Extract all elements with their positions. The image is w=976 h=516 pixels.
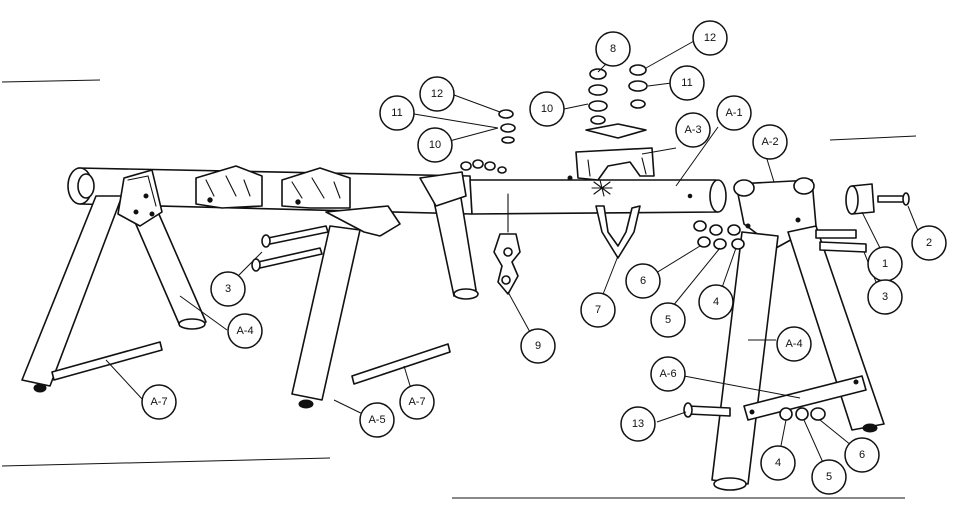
callout-6-upper: 6 [625, 263, 661, 299]
callout-a3-label: A-3 [684, 124, 701, 136]
scan-border-lines [1, 79, 917, 499]
callout-6-upper-label: 6 [640, 275, 646, 287]
callout-8: 8 [595, 31, 631, 67]
callout-6-lower-label: 6 [859, 449, 865, 461]
callout-11-right: 11 [669, 65, 705, 101]
callout-3-left-label: 3 [225, 283, 231, 295]
callout-9-label: 9 [535, 340, 541, 352]
callout-3-left: 3 [210, 271, 246, 307]
end-cap-part [845, 183, 910, 215]
callout-11-right-label: 11 [681, 77, 692, 89]
callout-3-right-label: 3 [882, 291, 888, 303]
callout-2: 2 [911, 225, 947, 261]
callout-5-upper: 5 [650, 302, 686, 338]
callout-a5-label: A-5 [368, 414, 385, 426]
swivel-hook-part [493, 193, 521, 295]
callout-a4-right: A-4 [776, 326, 812, 362]
callout-a7-left: A-7 [141, 384, 177, 420]
a3-bracket-part [575, 147, 655, 181]
callout-a6: A-6 [650, 356, 686, 392]
callout-10-left: 10 [417, 127, 453, 163]
callout-6-lower: 6 [844, 437, 880, 473]
bolts-part [251, 220, 867, 421]
callout-2-label: 2 [926, 237, 932, 249]
callout-a1-label: A-1 [725, 107, 742, 119]
callout-13-label: 13 [632, 418, 644, 430]
callout-a3: A-3 [675, 112, 711, 148]
callout-1: 1 [867, 246, 903, 282]
hardware-stack-part [460, 64, 648, 174]
callout-12-right-label: 12 [704, 32, 716, 44]
callout-5-upper-label: 5 [665, 314, 671, 326]
callout-a7-middle-label: A-7 [408, 396, 425, 408]
callout-11-left: 11 [379, 95, 415, 131]
callout-12-right: 12 [692, 20, 728, 56]
callout-a4-left: A-4 [227, 313, 263, 349]
callout-9: 9 [520, 328, 556, 364]
callout-10-left-label: 10 [429, 139, 441, 151]
callout-3-right: 3 [867, 279, 903, 315]
callout-4-lower-label: 4 [775, 457, 781, 469]
callout-7: 7 [580, 292, 616, 328]
callout-4-upper: 4 [698, 284, 734, 320]
callout-a4-left-label: A-4 [236, 325, 253, 337]
leader-lines [105, 40, 924, 477]
callout-4-upper-label: 4 [713, 296, 719, 308]
callout-1-label: 1 [882, 258, 888, 270]
left-a-frame-part [21, 169, 207, 393]
callout-a2: A-2 [752, 124, 788, 160]
callout-12-left: 12 [419, 76, 455, 112]
callout-10-right-label: 10 [541, 103, 553, 115]
swing-hanger-part [595, 205, 641, 259]
middle-a-frame-part [291, 171, 479, 409]
callout-a2-label: A-2 [761, 136, 778, 148]
callout-a6-label: A-6 [659, 368, 676, 380]
callout-7-label: 7 [595, 304, 601, 316]
right-a-frame-part [711, 177, 885, 491]
top-beam-part [67, 165, 727, 215]
callout-a5: A-5 [359, 402, 395, 438]
callout-a7-middle: A-7 [399, 384, 435, 420]
callout-5-lower-label: 5 [826, 471, 832, 483]
callout-10-right: 10 [529, 91, 565, 127]
callout-12-left-label: 12 [431, 88, 443, 100]
callout-a7-left-label: A-7 [150, 396, 167, 408]
callout-a1: A-1 [716, 95, 752, 131]
callout-4-lower: 4 [760, 445, 796, 481]
callout-a4-right-label: A-4 [785, 338, 802, 350]
callout-8-label: 8 [610, 43, 616, 55]
callout-5-lower: 5 [811, 459, 847, 495]
callout-13: 13 [620, 406, 656, 442]
callout-11-left-label: 11 [391, 107, 402, 119]
